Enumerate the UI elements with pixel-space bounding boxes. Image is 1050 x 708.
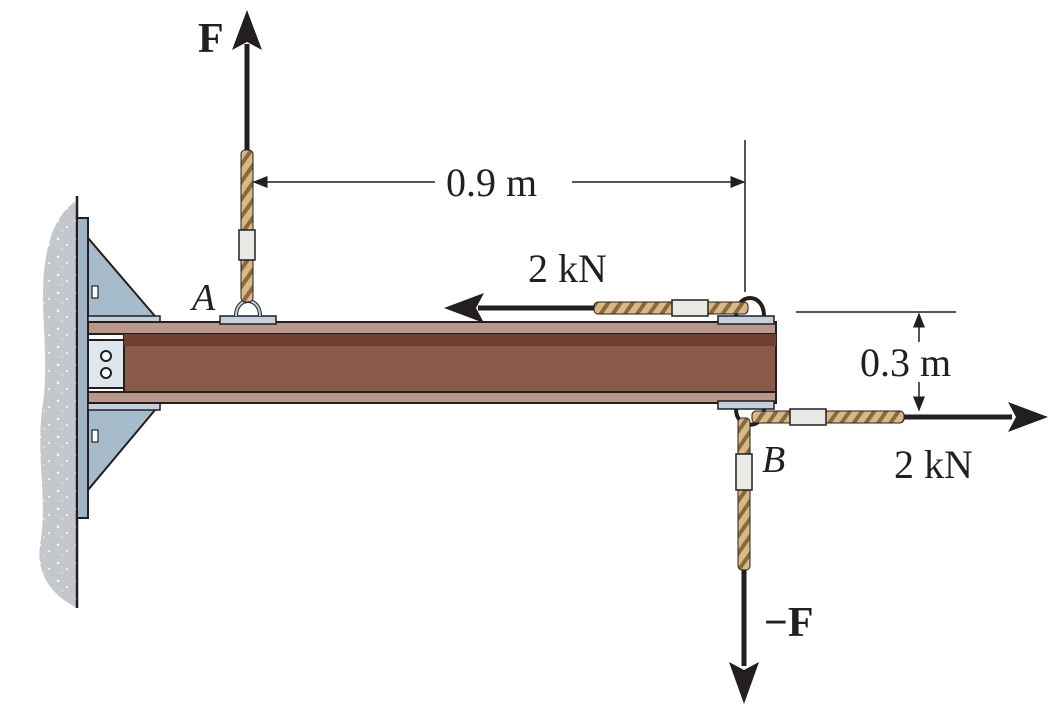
- rope-A-ferrule: [238, 229, 256, 261]
- rope-B-vertical-strand: [737, 417, 751, 571]
- load-top-arrow: 2 kN: [444, 246, 607, 323]
- rope-A: [238, 149, 256, 303]
- anchor-plate-top-right: [717, 315, 775, 325]
- anchor-plate-A: [219, 315, 277, 325]
- wall: [39, 196, 79, 608]
- force-F-arrowhead: [232, 10, 262, 50]
- upper-gusset: [87, 235, 163, 323]
- concrete-wall: [39, 200, 77, 608]
- beam-web-shade: [124, 334, 776, 346]
- load-right-label: 2 kN: [894, 442, 973, 487]
- rope-top-ferrule: [671, 299, 709, 317]
- point-A-label: A: [189, 277, 216, 319]
- shackle-A: [234, 299, 262, 317]
- anchor-A: [219, 299, 277, 325]
- rope-B-vertical-ferrule: [735, 453, 753, 491]
- bolt: [100, 367, 112, 379]
- web-connection-plate: [87, 339, 125, 389]
- i-beam: [87, 321, 777, 404]
- rope-B-horizontal-ferrule: [789, 408, 827, 426]
- beam-top-flange: [87, 321, 777, 335]
- rope-B: [735, 408, 905, 571]
- dimension-horizontal-label: 0.9 m: [446, 160, 537, 205]
- load-right-arrowhead: [1008, 402, 1048, 432]
- dimension-vertical-label: 0.3 m: [860, 340, 951, 385]
- force-neg-F-label: −F: [764, 600, 814, 646]
- wall-bracket: [76, 217, 163, 519]
- dimension-vertical: 0.3 m: [796, 311, 956, 412]
- dimension-horizontal: 0.9 m: [252, 140, 746, 292]
- load-top-label: 2 kN: [528, 246, 607, 291]
- lower-gusset: [87, 403, 163, 493]
- beam-bottom-flange: [87, 391, 777, 404]
- wall-plate: [76, 217, 89, 519]
- rope-top-strand: [593, 301, 749, 315]
- force-F-label: F: [198, 16, 224, 62]
- rope-A-strand: [240, 149, 254, 303]
- rope-top: [593, 299, 749, 317]
- load-top-arrowhead: [444, 293, 484, 323]
- bolt: [100, 350, 112, 362]
- force-F-arrow: F: [198, 10, 262, 150]
- anchor-plate-B: [717, 400, 775, 410]
- rope-B-horizontal-strand: [751, 410, 905, 424]
- gusset-bolt: [91, 285, 99, 299]
- load-right-arrow: 2 kN: [894, 402, 1048, 487]
- gusset-bolt: [91, 429, 99, 443]
- point-B-label: B: [762, 439, 785, 481]
- force-neg-F-arrow: −F: [729, 570, 814, 704]
- force-neg-F-arrowhead: [729, 662, 759, 704]
